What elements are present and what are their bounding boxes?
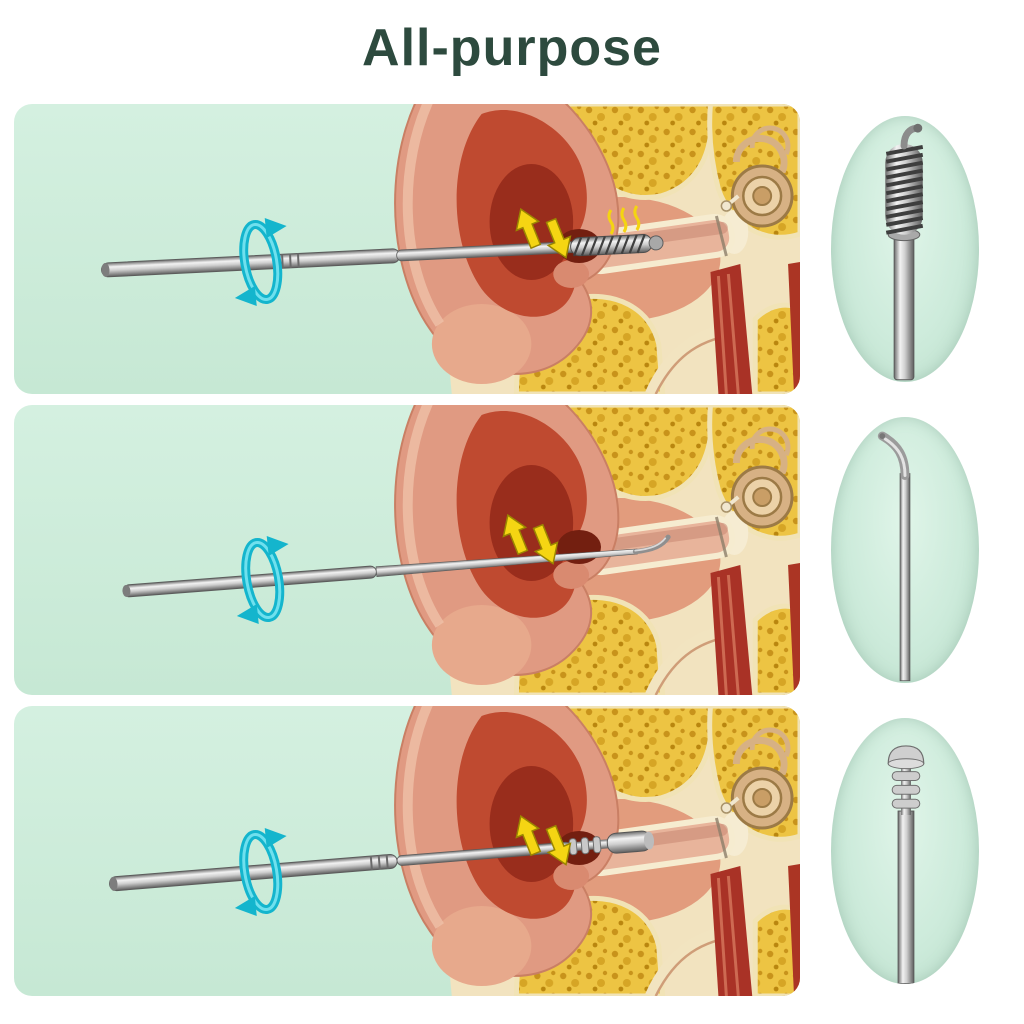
page-title: All-purpose <box>362 19 662 77</box>
tip-closeup-bent-pick <box>831 417 979 683</box>
row-spiral <box>14 104 1010 394</box>
ear-cross-section <box>395 405 800 695</box>
tool-spoon-tip <box>109 830 655 892</box>
spiral-tip-icon <box>885 123 924 381</box>
usage-panel-spiral <box>14 104 800 394</box>
tip-closeup-spoon <box>831 718 979 984</box>
spoon-tip-icon <box>887 745 925 984</box>
vibration-lines-icon <box>607 205 641 235</box>
row-spoon <box>14 706 1010 996</box>
tip-closeup-spiral <box>831 116 979 382</box>
ear-anatomy-illustration <box>101 104 800 394</box>
bent-pick-tip-icon <box>877 431 911 682</box>
usage-panel-spoon <box>14 706 800 996</box>
usage-panel-bent-pick <box>14 405 800 695</box>
tool-spiral-tip <box>101 234 664 278</box>
ear-anatomy-illustration <box>109 706 800 996</box>
ear-anatomy-illustration <box>122 405 800 695</box>
panel-rows <box>0 104 1024 996</box>
row-bent-pick <box>14 405 1010 695</box>
